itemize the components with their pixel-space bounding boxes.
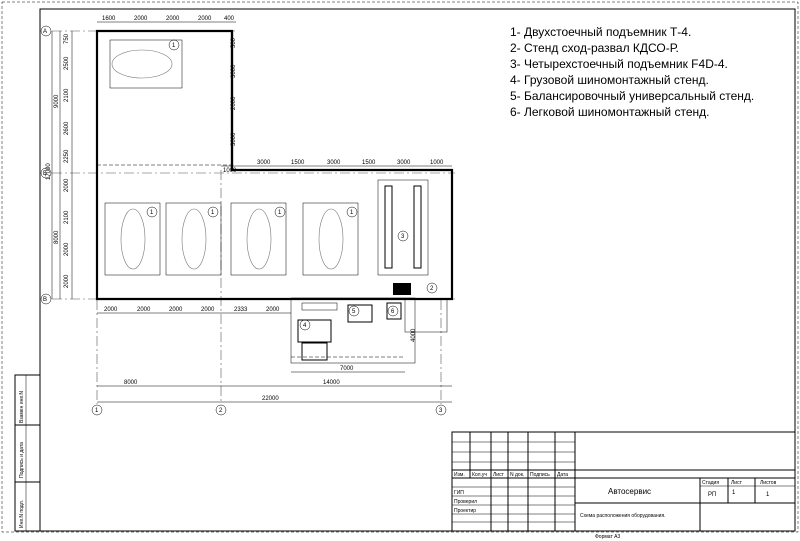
- marker-6: 6: [391, 309, 395, 315]
- dimension-label: 2600: [64, 121, 70, 135]
- sheet-title: Схема расположения оборудования.: [580, 513, 666, 519]
- axis-label-2: 2: [219, 408, 223, 414]
- dimension-label: 9000: [54, 94, 60, 108]
- equipment-markers: 1 1 1 1 1 2 3 4 5 6: [146, 39, 438, 331]
- role-designer: Проектир: [454, 508, 476, 514]
- marker-1: 1: [278, 210, 282, 216]
- marker-1: 1: [150, 210, 154, 216]
- legend-item: 6- Легковой шиномонтажный стенд.: [510, 105, 709, 119]
- axis-label-v: В: [43, 297, 47, 303]
- dimension-label: 1500: [362, 160, 376, 166]
- dimension-label: 400: [224, 16, 235, 22]
- axis-label-1: 1: [95, 408, 99, 414]
- dimension-label: 4000: [411, 328, 417, 342]
- dimension-label: 1600: [102, 16, 116, 22]
- dimension-label: 2000: [169, 307, 183, 313]
- stamp-inventory: Инв.N подл.: [19, 500, 25, 528]
- axis-label-b: Б: [43, 171, 47, 177]
- role-checked: Проверил: [454, 499, 477, 505]
- format-label: Формат А3: [595, 534, 620, 540]
- equipment-legend: 1- Двухстоечный подъемник Т-4. 2- Стенд …: [510, 25, 754, 119]
- role-gip: ГИП: [454, 490, 464, 496]
- col-izm: Изм.: [454, 472, 465, 478]
- legend-item: 4- Грузовой шиномонтажный стенд.: [510, 73, 709, 87]
- dimension-label: 2000: [64, 274, 70, 288]
- dimension-label: 3000: [231, 64, 237, 78]
- legend-item: 5- Балансировочный универсальный стенд.: [510, 89, 754, 103]
- axis-label-a: А: [43, 29, 47, 35]
- tire-area: [290, 297, 448, 364]
- sheet-value: 1: [732, 490, 736, 496]
- stamp-signature: Подпись и дата: [19, 442, 25, 478]
- dimension-label: 500: [231, 37, 237, 48]
- stamp-replacement: Взамен инв.N: [19, 391, 25, 423]
- dimension-label: 14000: [323, 380, 340, 386]
- dimensions: 1600 2000 2000 2000 400 750 2500 2100 26…: [46, 16, 452, 403]
- lift-bays: [104, 39, 429, 295]
- drawing-frame: [39, 8, 796, 532]
- dimension-label: 1500: [291, 160, 305, 166]
- col-sign: Подпись: [530, 472, 550, 478]
- dimension-label: 2333: [234, 307, 248, 313]
- dimension-label: 2000: [64, 242, 70, 256]
- dimension-label: 2000: [64, 178, 70, 192]
- legend-item: 3- Четырехстоечный подъемник F4D-4.: [510, 57, 728, 71]
- dimension-label: 2250: [64, 149, 70, 163]
- dimension-label: 2100: [64, 88, 70, 102]
- col-list: Лист: [493, 472, 505, 478]
- title-block: Изм. Кол.уч Лист N док. Подпись Дата ГИП…: [451, 431, 796, 532]
- legend-item: 2- Стенд сход-развал КДСО-Р.: [510, 41, 679, 55]
- marker-1: 1: [350, 210, 354, 216]
- dimension-label: 3000: [397, 160, 411, 166]
- col-kol: Кол.уч: [472, 472, 487, 478]
- dimension-label: 2000: [201, 307, 215, 313]
- marker-2: 2: [430, 286, 434, 292]
- dimension-label: 3000: [257, 160, 271, 166]
- axis-label-3: 3: [439, 408, 443, 414]
- dimension-label: 750: [64, 33, 70, 44]
- dimension-label: 8000: [54, 230, 60, 244]
- dimension-label: Стадия: [702, 480, 719, 486]
- legend-item: 1- Двухстоечный подъемник Т-4.: [510, 25, 691, 39]
- marker-1: 1: [211, 210, 215, 216]
- marker-1: 1: [172, 43, 176, 49]
- dimension-label: 7000: [340, 366, 354, 372]
- grid-axes: А Б В 1 2 3: [40, 25, 455, 416]
- dimension-label: 1000: [223, 168, 237, 174]
- dimension-label: 17000: [46, 163, 52, 180]
- dimension-label: 2100: [64, 210, 70, 224]
- dimension-label: 2000: [137, 307, 151, 313]
- marker-3: 3: [401, 234, 405, 240]
- dimension-label: 3000: [327, 160, 341, 166]
- dimension-label: Лист: [731, 480, 743, 486]
- stage-value: РП: [708, 492, 716, 498]
- dimension-label: Листов: [760, 480, 777, 486]
- dimension-label: 2000: [198, 16, 212, 22]
- dimension-label: 2000: [134, 16, 148, 22]
- dimension-label: 2000: [166, 16, 180, 22]
- sheets-value: 1: [766, 492, 770, 498]
- marker-4: 4: [303, 323, 307, 329]
- project-name: Автосервис: [608, 487, 651, 496]
- dimension-label: 2000: [104, 307, 118, 313]
- dimension-label: 3000: [231, 132, 237, 146]
- col-doc: N док.: [510, 472, 524, 478]
- dimension-label: 1000: [430, 160, 444, 166]
- col-date: Дата: [557, 472, 568, 478]
- dimension-label: 2500: [64, 56, 70, 70]
- dimension-label: 8000: [124, 380, 138, 386]
- dimension-label: 2000: [266, 307, 280, 313]
- marker-5: 5: [352, 309, 356, 315]
- dimension-label: 2000: [231, 96, 237, 110]
- dimension-label: 22000: [262, 396, 279, 402]
- side-stamp: Взамен инв.N Подпись и дата Инв.N подл.: [14, 374, 41, 532]
